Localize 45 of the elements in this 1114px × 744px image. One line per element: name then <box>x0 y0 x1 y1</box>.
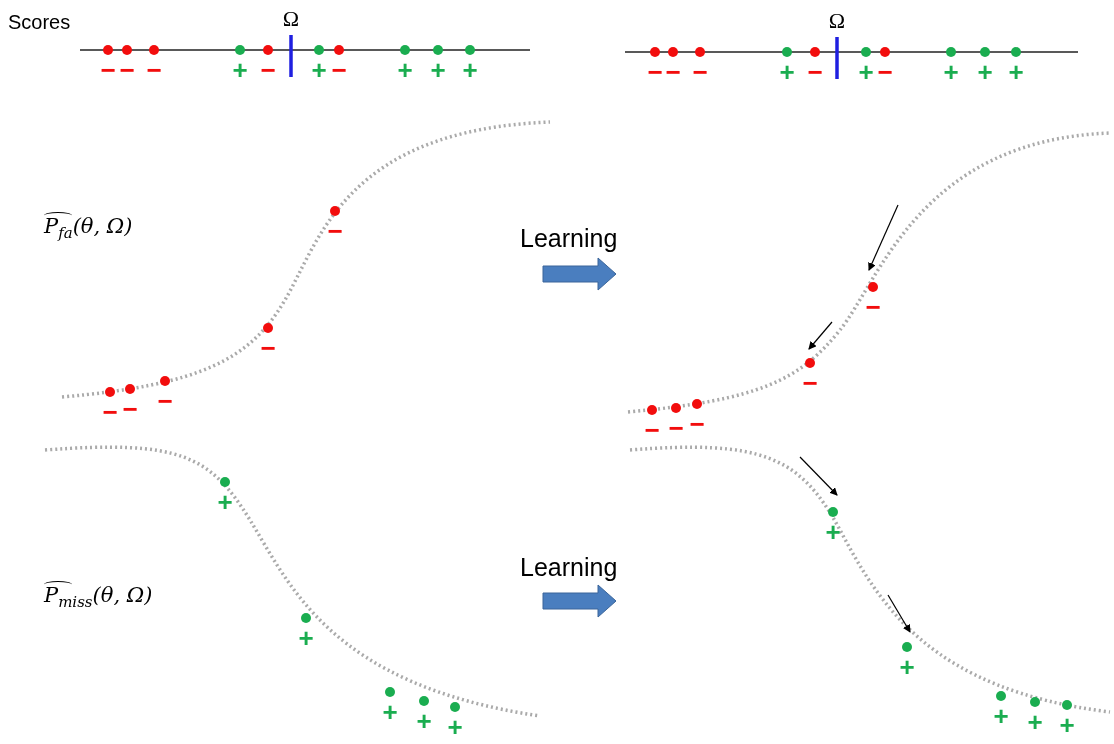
plus-sign: + <box>311 57 327 83</box>
minus-sign: − <box>146 57 162 83</box>
minus-sign: − <box>689 411 705 437</box>
plus-sign: + <box>298 625 314 651</box>
plus-sign: + <box>858 59 874 85</box>
minus-sign: − <box>122 396 138 422</box>
step-label: Learning <box>520 226 618 251</box>
minus-sign: − <box>331 57 347 83</box>
minus-sign: − <box>327 218 343 244</box>
minus-sign: − <box>647 59 663 85</box>
minus-sign: − <box>802 370 818 396</box>
plus-sign: + <box>217 489 233 515</box>
plus-sign: + <box>977 59 993 85</box>
minus-sign: − <box>260 57 276 83</box>
minus-sign: − <box>100 57 116 83</box>
minus-sign: − <box>877 59 893 85</box>
plus-sign: + <box>1059 712 1075 738</box>
plus-sign: + <box>430 57 446 83</box>
plus-sign: + <box>943 59 959 85</box>
axis-title: Scores <box>8 12 71 32</box>
plus-sign: + <box>825 519 841 545</box>
plus-sign: + <box>779 59 795 85</box>
threshold-label: Ω <box>282 8 300 30</box>
minus-sign: − <box>260 335 276 361</box>
plus-sign: + <box>232 57 248 83</box>
plus-sign: + <box>993 703 1009 729</box>
minus-sign: − <box>668 415 684 441</box>
minus-sign: − <box>644 417 660 443</box>
plus-sign: + <box>1008 59 1024 85</box>
plus-sign: + <box>462 57 478 83</box>
minus-sign: − <box>157 388 173 414</box>
minus-sign: − <box>102 399 118 425</box>
minus-sign: − <box>665 59 681 85</box>
minus-sign: − <box>692 59 708 85</box>
plus-sign: + <box>447 714 463 740</box>
plus-sign: + <box>397 57 413 83</box>
minus-sign: − <box>119 57 135 83</box>
plus-sign: + <box>382 699 398 725</box>
minus-sign: − <box>807 59 823 85</box>
plus-sign: + <box>416 708 432 734</box>
minus-sign: − <box>865 294 881 320</box>
step-label: Learning <box>520 555 618 580</box>
plus-sign: + <box>899 654 915 680</box>
threshold-label: Ω <box>828 10 846 32</box>
plus-sign: + <box>1027 709 1043 735</box>
